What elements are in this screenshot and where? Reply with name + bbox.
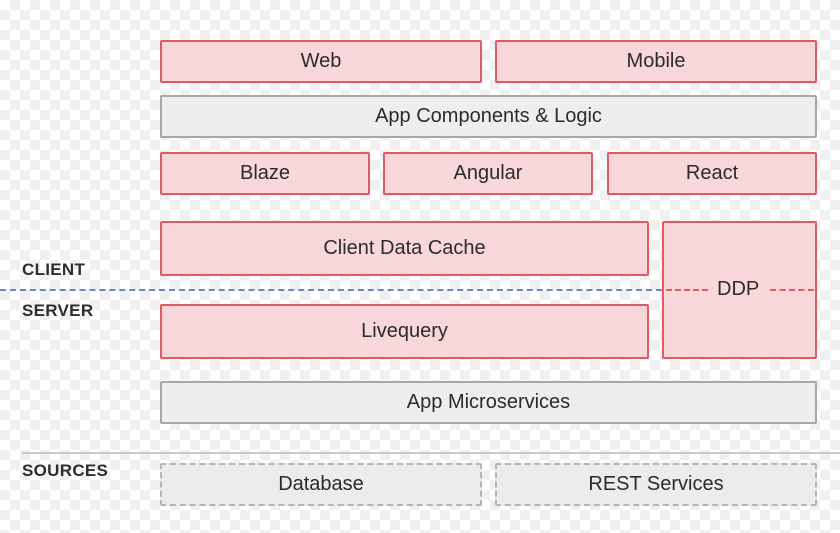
app-microservices-box: App Microservices	[160, 381, 817, 424]
sources-label: SOURCES	[22, 461, 109, 480]
database-box: Database	[160, 463, 482, 506]
livequery-label: Livequery	[361, 320, 448, 342]
react-label: React	[685, 162, 739, 184]
server-label: SERVER	[22, 301, 94, 320]
blaze-box: Blaze	[160, 152, 370, 195]
livequery-box: Livequery	[160, 304, 649, 359]
app-components-label: App Components & Logic	[375, 105, 602, 127]
blaze-label: Blaze	[239, 162, 291, 184]
client-server-boundary	[0, 289, 662, 291]
angular-label: Angular	[453, 162, 523, 184]
database-label: Database	[278, 473, 364, 495]
ddp-boundary-right	[770, 289, 814, 291]
react-box: React	[607, 152, 817, 195]
app-microservices-label: App Microservices	[406, 391, 571, 413]
ddp-boundary-left	[666, 289, 708, 291]
web-box: Web	[160, 40, 482, 83]
rest-services-label: REST Services	[588, 473, 724, 495]
mobile-label: Mobile	[626, 50, 686, 72]
angular-box: Angular	[383, 152, 593, 195]
client-label: CLIENT	[22, 260, 86, 279]
app-components-box: App Components & Logic	[160, 95, 817, 138]
sources-divider	[22, 452, 840, 454]
client-data-cache-label: Client Data Cache	[323, 237, 486, 259]
client-data-cache-box: Client Data Cache	[160, 221, 649, 276]
mobile-box: Mobile	[495, 40, 817, 83]
web-label: Web	[300, 50, 342, 72]
rest-services-box: REST Services	[495, 463, 817, 506]
ddp-label: DDP	[715, 278, 762, 301]
